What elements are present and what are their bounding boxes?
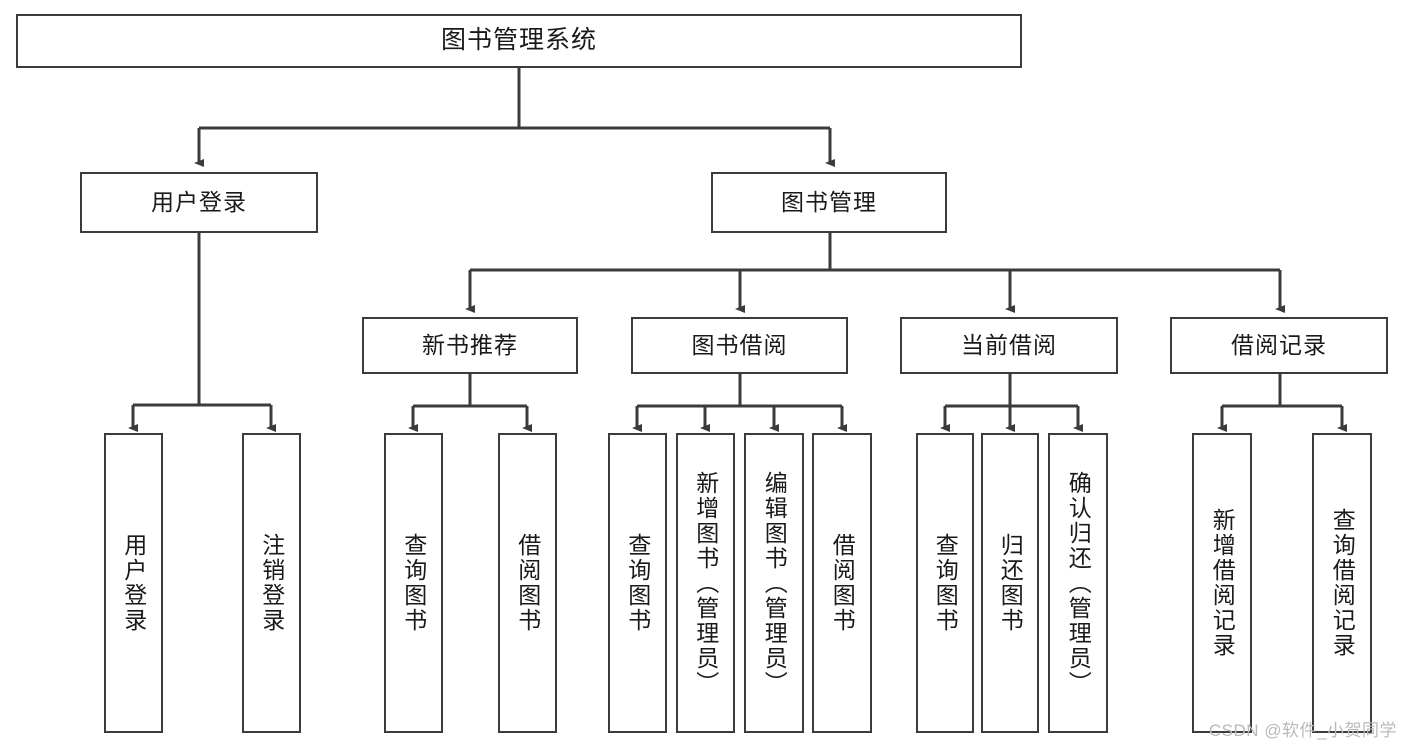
- node-current-borrow[interactable]: 当前借阅: [900, 317, 1118, 374]
- leaf-label: 编辑图书（管理员）: [761, 470, 788, 696]
- leaf-label: 注销登录: [258, 533, 285, 633]
- leaf-label: 查询图书: [400, 533, 427, 633]
- node-borrow-record[interactable]: 借阅记录: [1170, 317, 1388, 374]
- leaf-new-book-query-book[interactable]: 查询图书: [384, 433, 443, 733]
- leaf-label: 新增借阅记录: [1209, 508, 1236, 658]
- leaf-label: 借阅图书: [514, 533, 541, 633]
- leaf-user-login-login[interactable]: 用户登录: [104, 433, 163, 733]
- leaf-new-book-borrow-book[interactable]: 借阅图书: [498, 433, 557, 733]
- leaf-label: 查询借阅记录: [1329, 508, 1356, 658]
- leaf-book-borrow-query-book[interactable]: 查询图书: [608, 433, 667, 733]
- node-book-borrow[interactable]: 图书借阅: [631, 317, 848, 374]
- leaf-borrow-record-add-record[interactable]: 新增借阅记录: [1192, 433, 1252, 733]
- leaf-current-borrow-return-book[interactable]: 归还图书: [981, 433, 1039, 733]
- leaf-label: 查询图书: [624, 533, 651, 633]
- node-book-management[interactable]: 图书管理: [711, 172, 947, 233]
- node-root-book-management-system[interactable]: 图书管理系统: [16, 14, 1022, 68]
- csdn-watermark: CSDN @软件_小贺同学: [1208, 721, 1397, 740]
- leaf-label: 归还图书: [997, 533, 1024, 633]
- leaf-label: 查询图书: [932, 533, 959, 633]
- leaf-current-borrow-confirm-return-admin[interactable]: 确认归还（管理员）: [1048, 433, 1108, 733]
- leaf-borrow-record-query-record[interactable]: 查询借阅记录: [1312, 433, 1372, 733]
- leaf-book-borrow-edit-book-admin[interactable]: 编辑图书（管理员）: [744, 433, 804, 733]
- leaf-book-borrow-add-book-admin[interactable]: 新增图书（管理员）: [676, 433, 735, 733]
- leaf-book-borrow-borrow-book[interactable]: 借阅图书: [812, 433, 872, 733]
- node-user-login[interactable]: 用户登录: [80, 172, 318, 233]
- node-new-book-recommend[interactable]: 新书推荐: [362, 317, 578, 374]
- leaf-label: 借阅图书: [829, 533, 856, 633]
- leaf-label: 新增图书（管理员）: [692, 470, 719, 696]
- leaf-current-borrow-query-book[interactable]: 查询图书: [916, 433, 974, 733]
- leaf-user-login-logout[interactable]: 注销登录: [242, 433, 301, 733]
- leaf-label: 确认归还（管理员）: [1065, 470, 1092, 696]
- leaf-label: 用户登录: [120, 533, 147, 633]
